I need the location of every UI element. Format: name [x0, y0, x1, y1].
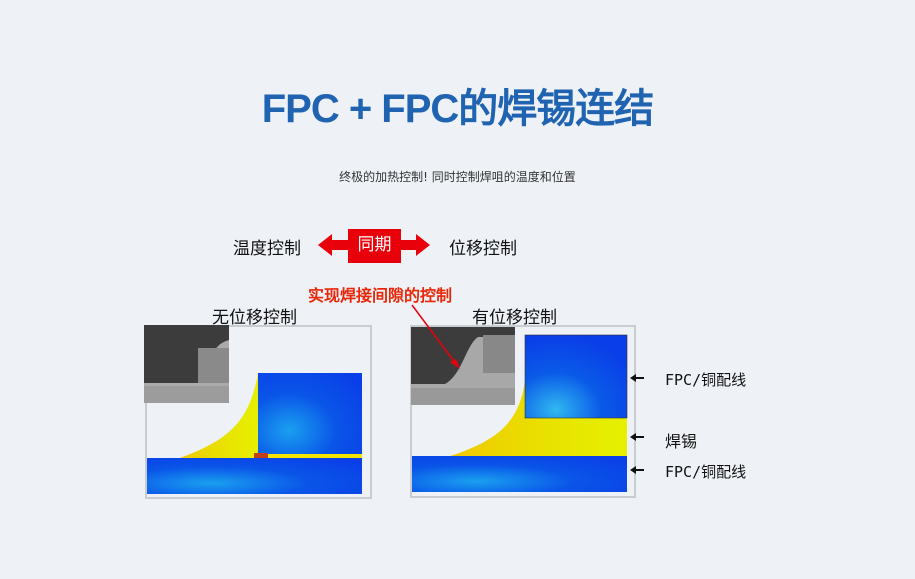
displacement-control-label: 位移控制 [449, 239, 517, 259]
solder-label: 焊锡 [665, 432, 698, 451]
right-panel-title: 有位移控制 [472, 308, 557, 328]
temperature-control-label: 温度控制 [233, 239, 301, 259]
right-panel [410, 325, 636, 498]
side-arrow-icons [630, 374, 644, 474]
fpc-copper-label-bottom: FPC/铜配线 [665, 463, 747, 481]
cross-section-photo-left [144, 325, 229, 403]
cross-section-photo-right [411, 327, 515, 405]
callout-arrow-icon [411, 304, 460, 369]
page-title: FPC + FPC的焊锡连结 [261, 87, 655, 131]
left-panel [144, 325, 372, 499]
sync-badge: 同期 [348, 229, 401, 263]
fpc-copper-label-top: FPC/铜配线 [665, 371, 747, 389]
left-panel-title: 无位移控制 [212, 308, 297, 328]
subtitle: 终极的加热控制! 同时控制焊咀的温度和位置 [339, 170, 576, 184]
gap-control-callout: 实现焊接间隙的控制 [308, 286, 453, 305]
